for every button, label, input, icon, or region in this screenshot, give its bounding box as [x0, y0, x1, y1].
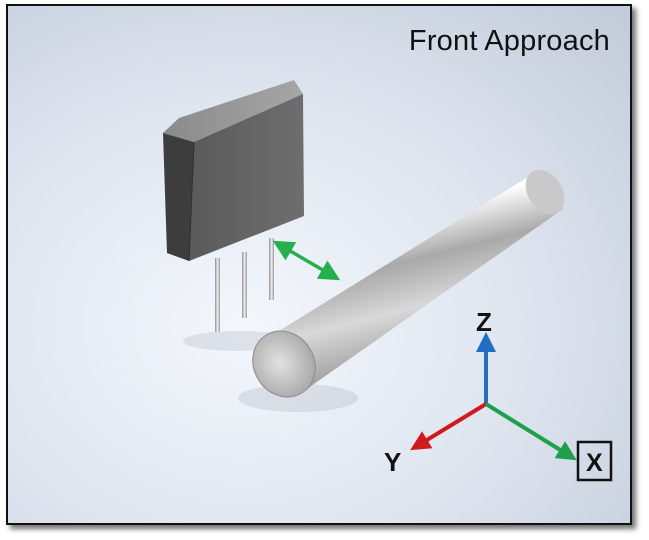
rod-body [266, 177, 563, 391]
transistor-pin-right [269, 238, 274, 300]
transistor-pin-left [215, 258, 220, 332]
x-axis-label: X [586, 449, 603, 477]
rod-far-end [525, 169, 565, 215]
transistor-side-face [163, 133, 194, 261]
y-axis-label: Y [384, 447, 401, 477]
background [8, 6, 630, 523]
diagram-frame: Z Y X Front Approach [6, 4, 632, 525]
coordinate-axes: Z Y X [384, 307, 613, 482]
z-axis-label: Z [476, 307, 492, 337]
rod-near-end-face [252, 330, 316, 398]
y-axis-arrow [410, 402, 488, 451]
metal-rod [238, 169, 565, 412]
transistor-front-face [189, 94, 304, 261]
x-axis-label-box [576, 440, 613, 482]
x-axis-arrow [484, 402, 577, 461]
distance-arrow [272, 240, 341, 281]
diagram-title: Front Approach [408, 25, 610, 57]
transistor-component [163, 80, 304, 351]
transistor-top-face [163, 80, 303, 142]
scene-canvas: Z Y X [8, 6, 630, 523]
transistor-pin-middle [242, 252, 247, 318]
